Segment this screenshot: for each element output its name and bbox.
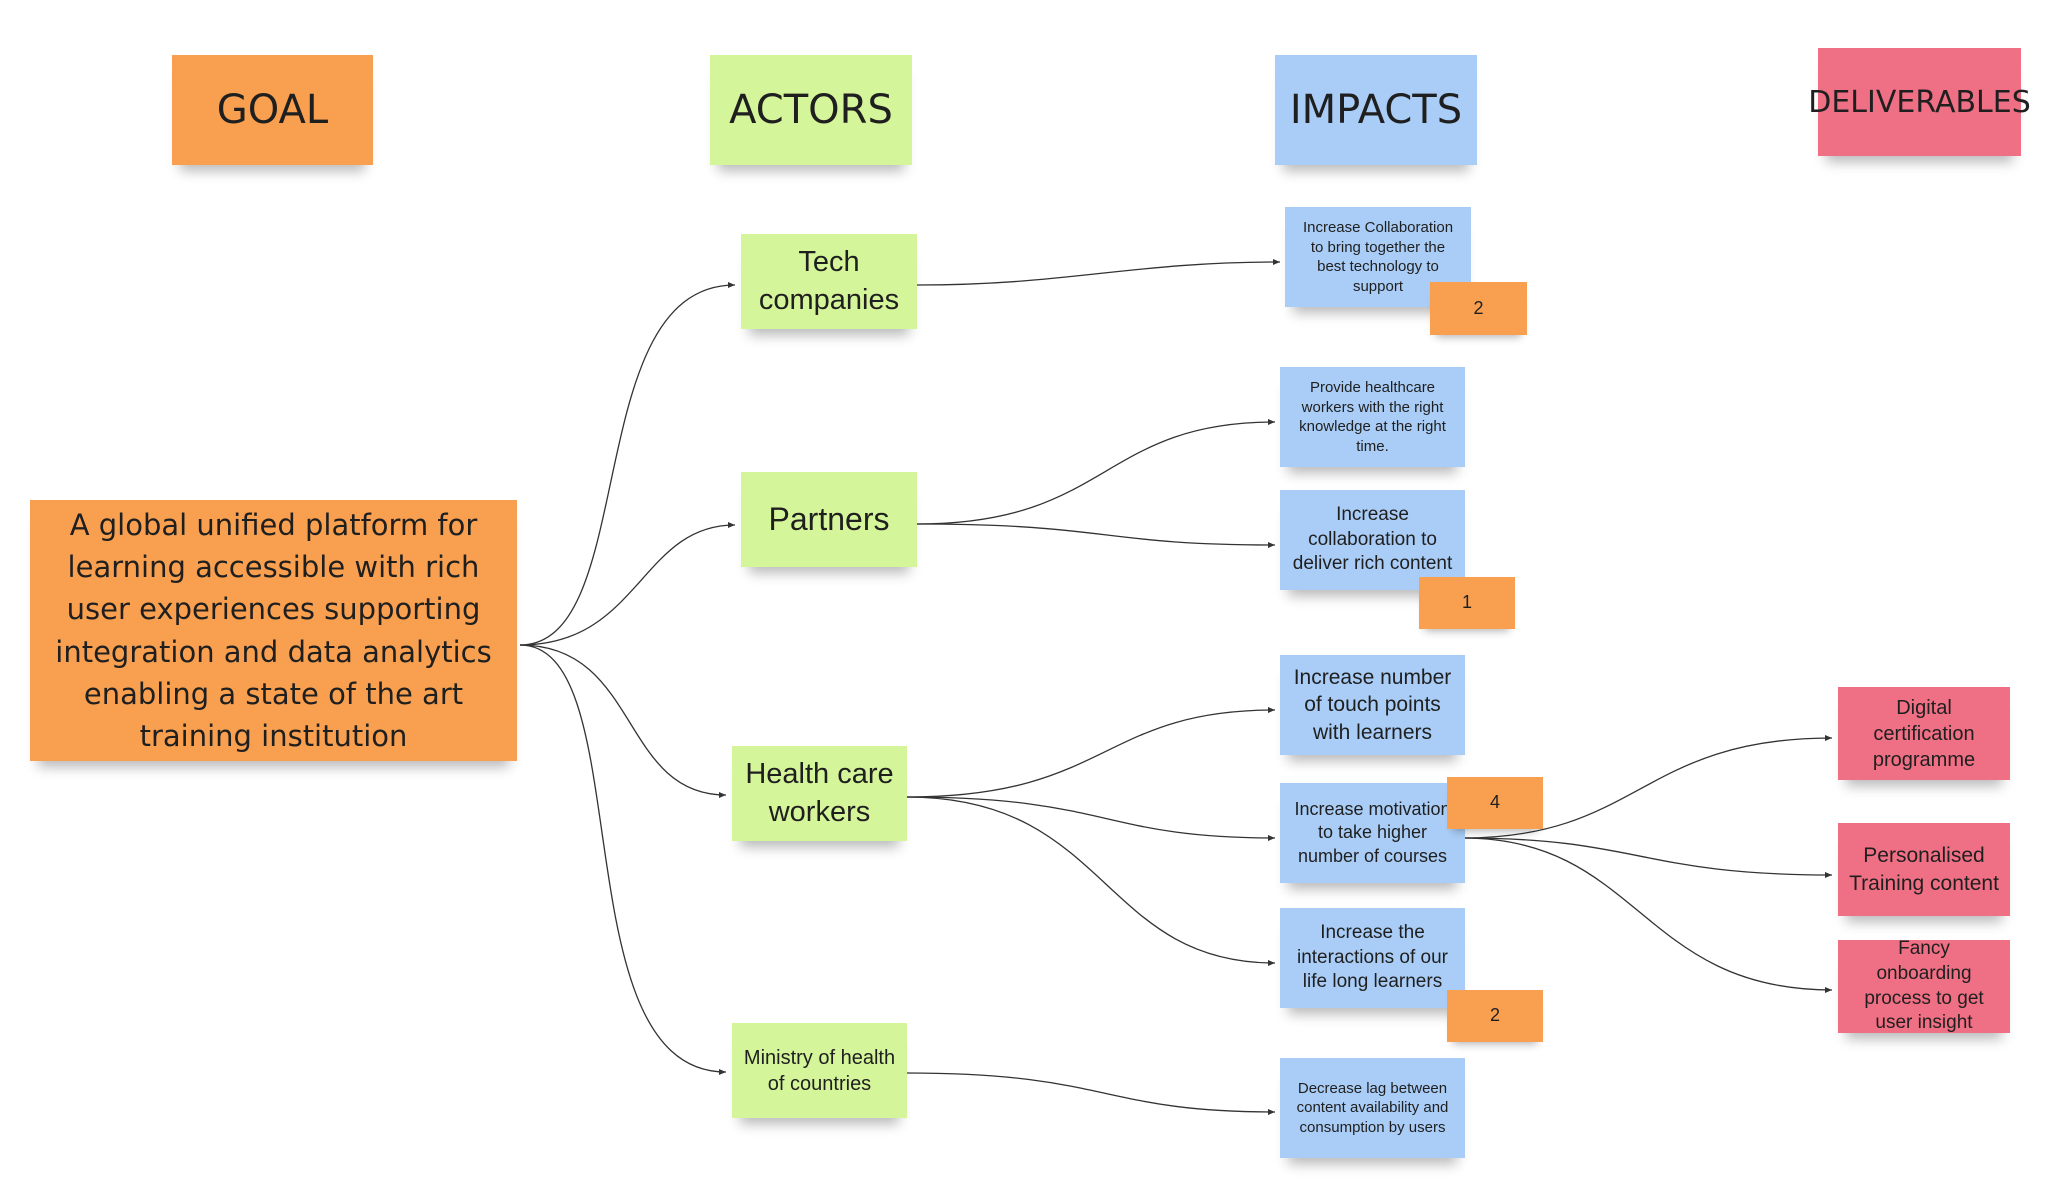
header-deliverables-label: DELIVERABLES [1808,84,2031,120]
actor-partners-label: Partners [768,500,890,537]
goal-text: A global unified platform for learning a… [55,508,492,753]
connector-motivation-personalised [1462,837,1833,878]
impact-touch-points[interactable]: Increase number of touch points with lea… [1280,655,1465,755]
actor-tech-companies-label: Tech companies [758,245,900,316]
connector-goal-partners [519,522,736,646]
actor-partners[interactable]: Partners [741,472,917,567]
connector-ministry-lag [906,1072,1276,1115]
badge-collab-tech-value: 2 [1473,297,1484,318]
badge-collab-content-value: 1 [1461,592,1472,613]
header-actors[interactable]: ACTORS [710,55,912,165]
header-goal[interactable]: GOAL [172,55,373,165]
deliverable-personalised-text: Personalised Training content [1849,844,1999,895]
actor-health-care-workers[interactable]: Health care workers [732,746,907,841]
deliverable-certification-text: Digital certification programme [1872,696,1976,771]
impact-interactions-text: Increase the interactions of our life lo… [1296,921,1449,993]
connector-health-motivation [906,796,1276,841]
deliverable-onboarding[interactable]: Fancy onboarding process to get user ins… [1838,938,2010,1034]
connector-partners-knowledge [916,419,1276,525]
connector-goal-ministry [519,644,727,1075]
actor-health-care-workers-label: Health care workers [745,757,894,828]
connector-health-interactions [906,796,1276,966]
badge-motivation[interactable]: 4 [1447,777,1543,829]
deliverable-certification[interactable]: Digital certification programme [1838,687,2010,780]
impact-touch-points-text: Increase number of touch points with lea… [1293,666,1452,744]
connector-goal-tech [519,282,736,646]
impact-collab-tech-text: Increase Collaboration to bring together… [1302,219,1454,295]
impact-provide-knowledge-text: Provide healthcare workers with the righ… [1299,379,1446,455]
deliverable-onboarding-text: Fancy onboarding process to get user ins… [1864,938,1984,1034]
connector-goal-health [519,644,727,798]
actor-tech-companies[interactable]: Tech companies [741,234,917,329]
header-goal-label: GOAL [216,87,329,133]
impact-decrease-lag[interactable]: Decrease lag between content availabilit… [1280,1058,1465,1158]
connector-motivation-onboarding [1462,837,1833,993]
impact-interactions[interactable]: Increase the interactions of our life lo… [1280,908,1465,1008]
impact-motivation[interactable]: Increase motivation to take higher numbe… [1280,783,1465,883]
actor-ministry[interactable]: Ministry of health of countries [732,1023,907,1118]
connector-tech-collab [916,259,1281,286]
actor-ministry-label: Ministry of health of countries [743,1046,896,1095]
impact-collab-tech[interactable]: Increase Collaboration to bring together… [1285,207,1471,307]
impact-decrease-lag-text: Decrease lag between content availabilit… [1296,1079,1449,1136]
header-impacts[interactable]: IMPACTS [1275,55,1477,165]
badge-collab-tech[interactable]: 2 [1430,282,1527,335]
impact-collab-content[interactable]: Increase collaboration to deliver rich c… [1280,490,1465,590]
badge-interactions[interactable]: 2 [1447,990,1543,1042]
connector-health-touch [906,707,1276,798]
badge-collab-content[interactable]: 1 [1419,577,1515,629]
impact-motivation-text: Increase motivation to take higher numbe… [1294,798,1451,866]
impact-collab-content-text: Increase collaboration to deliver rich c… [1292,503,1453,575]
badge-motivation-value: 4 [1489,792,1500,813]
deliverable-personalised[interactable]: Personalised Training content [1838,823,2010,916]
impact-provide-knowledge[interactable]: Provide healthcare workers with the righ… [1280,367,1465,467]
badge-interactions-value: 2 [1489,1005,1500,1026]
header-impacts-label: IMPACTS [1289,87,1463,133]
connector-partners-content [916,523,1276,548]
goal-note[interactable]: A global unified platform for learning a… [30,500,517,761]
header-deliverables[interactable]: DELIVERABLES [1808,48,2031,156]
header-actors-label: ACTORS [729,87,893,133]
